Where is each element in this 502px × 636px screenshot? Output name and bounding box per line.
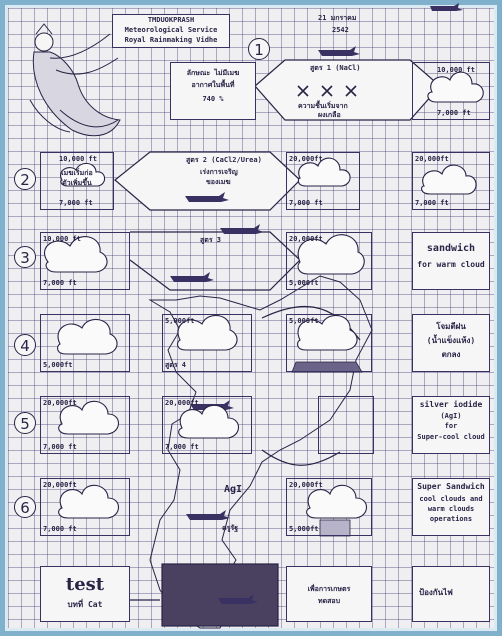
step6-agi: AgI <box>224 484 242 496</box>
super-d: operations <box>413 515 489 523</box>
step1-formula-note-a: ความชื้นเริ่มจาก <box>298 102 348 110</box>
step-number-3: 3 <box>14 246 36 268</box>
step3-mid-alt-bottom: 5,000ft <box>289 279 319 287</box>
header-dept: Royal Rainmaking Vidhe <box>113 36 229 44</box>
step5-mid-box: 20,000ft 7,000 ft <box>162 396 252 454</box>
step2-left-box: 10,000 ft เมฆเริ่มก่อ ตัวเพิ่มขึ้น 7,000… <box>40 152 114 210</box>
step5-mid-alt-bottom: 7,000 ft <box>165 443 199 451</box>
step1-condition-box: ลักษณะ ไม่มีเมฆ อากาศในพื้นที่ 740 % <box>170 62 256 120</box>
fire-label: ป้องกันไฟ <box>419 589 453 597</box>
test-word: test <box>41 575 129 595</box>
airplane-4 <box>170 272 214 282</box>
silver-c: for <box>413 422 489 430</box>
step3-formula: สูตร 3 <box>200 236 221 244</box>
step2-right-alt-bottom: 7,000 ft <box>415 199 449 207</box>
step3-left-alt: 10,000 ft <box>43 235 81 243</box>
step-number-4: 4 <box>14 334 36 356</box>
step6-left-alt: 20,000ft <box>43 481 77 489</box>
step3-mid-box: 20,000ft 5,000ft <box>286 232 372 290</box>
step5-mid-alt: 20,000ft <box>165 399 199 407</box>
silver-d: Super-cool cloud <box>413 433 489 441</box>
super-a: Super Sandwich <box>413 483 489 491</box>
step5-left-box: 20,000ft 7,000 ft <box>40 396 130 454</box>
test-box: test บทที่ Cat <box>40 566 130 622</box>
step5-left-alt-bottom: 7,000 ft <box>43 443 77 451</box>
airplane-8 <box>430 3 463 11</box>
step4-rain-c: ตกลง <box>413 351 489 359</box>
step5-icecloud-box <box>318 396 374 454</box>
step6-aircraft-word: ครูรัฐ <box>222 524 238 532</box>
step3-mid-alt: 20,000ft <box>289 235 323 243</box>
deity-figure <box>30 24 120 136</box>
step4-rain-b: (น้ำแข็งแห้ง) <box>413 337 489 345</box>
step6-mid-alt-bottom: 5,000ft <box>289 525 319 533</box>
step2-alt-top: 10,000 ft <box>59 155 97 163</box>
step2-left-a: เมฆเริ่มก่อ <box>41 169 113 177</box>
step4-left-alt: 5,000ft <box>43 361 73 369</box>
step1-alt-top: 10,000 ft <box>437 66 475 74</box>
agri-b: ทดสอบ <box>287 597 371 605</box>
silver-b: (AgI) <box>413 412 489 420</box>
step1-text-c: 740 % <box>171 95 255 103</box>
step2-formula-note-b: ของเมฆ <box>206 178 231 186</box>
agri-a: เพื่อการเกษตร <box>287 585 371 593</box>
header-title-line: TMDUOKPRASH <box>113 16 229 24</box>
step2-mid-alt-bottom: 7,000 ft <box>289 199 323 207</box>
step4-mid-alt: 5,000ft <box>165 317 195 325</box>
step2-formula-note-a: เร่งการเจริญ <box>200 168 238 176</box>
step3-left-box: 10,000 ft 7,000 ft <box>40 232 130 290</box>
header-org: Meteorological Service <box>113 26 229 34</box>
step-number-6: 6 <box>14 496 36 518</box>
step2-left-b: ตัวเพิ่มขึ้น <box>41 179 113 187</box>
step6-mid-box: 20,000ft 5,000ft <box>286 478 372 536</box>
step4-left-box: 5,000ft <box>40 314 130 372</box>
sea-area <box>162 564 278 626</box>
sandwich-title: sandwich <box>413 243 489 255</box>
step5-left-alt: 20,000ft <box>43 399 77 407</box>
step2-mid-alt: 20,000ft <box>289 155 323 163</box>
step2-right-alt: 20,000ft <box>415 155 449 163</box>
step-number-1: 1 <box>248 38 270 60</box>
step4-right-alt: 5,000ft <box>289 317 319 325</box>
step6-left-alt-bottom: 7,000 ft <box>43 525 77 533</box>
step1-formula: สูตร 1 (NaCl) <box>310 64 361 72</box>
step1-formula-note-b: ผงเกลือ <box>318 111 341 119</box>
step3-sandwich-box: sandwich for warm cloud <box>412 232 490 290</box>
step3-left-alt-bottom: 7,000 ft <box>43 279 77 287</box>
step4-rain-a: โจมตีฝน <box>413 323 489 331</box>
test-caption: บทที่ Cat <box>41 601 129 609</box>
header-box: TMDUOKPRASH Meteorological Service Royal… <box>112 14 230 48</box>
airplane-6 <box>186 510 230 520</box>
airplane-1 <box>318 46 360 56</box>
step5-silver-box: silver iodide (AgI) for Super-cool cloud <box>412 396 490 454</box>
header-date: 21 มกราคม <box>318 14 356 22</box>
step-number-5: 5 <box>14 412 36 434</box>
step6-mid-alt: 20,000ft <box>289 481 323 489</box>
step1-cloud-box: 10,000 ft 7,000 ft <box>412 62 490 120</box>
step2-right-box: 20,000ft 7,000 ft <box>412 152 490 210</box>
step2-mid-box: 20,000ft 7,000 ft <box>286 152 360 210</box>
sandwich-subtitle: for warm cloud <box>413 261 489 269</box>
step1-text-b: อากาศในพื้นที่ <box>171 81 255 89</box>
step6-left-box: 20,000ft 7,000 ft <box>40 478 130 536</box>
step4-mid-formula: สูตร 4 <box>165 361 186 369</box>
step2-alt-bottom: 7,000 ft <box>59 199 93 207</box>
header-year: 2542 <box>332 26 349 34</box>
agri-box: เพื่อการเกษตร ทดสอบ <box>286 566 372 622</box>
fire-box: ป้องกันไฟ <box>412 566 490 622</box>
super-c: warm clouds <box>413 505 489 513</box>
super-b: cool clouds and <box>413 495 489 503</box>
airplane-3 <box>220 224 264 234</box>
step4-rain-box: โจมตีฝน (น้ำแข็งแห้ง) ตกลง <box>412 314 490 372</box>
step1-alt-bottom: 7,000 ft <box>437 109 471 117</box>
step4-mid-box: 5,000ft สูตร 4 <box>162 314 252 372</box>
silver-a: silver iodide <box>413 401 489 409</box>
step-number-2: 2 <box>14 168 36 190</box>
step2-formula: สูตร 2 (CaCl2/Urea) <box>186 156 262 164</box>
step4-right-box: 5,000ft <box>286 314 372 372</box>
step1-text-a: ลักษณะ ไม่มีเมฆ <box>171 69 255 77</box>
step6-super-box: Super Sandwich cool clouds and warm clou… <box>412 478 490 536</box>
